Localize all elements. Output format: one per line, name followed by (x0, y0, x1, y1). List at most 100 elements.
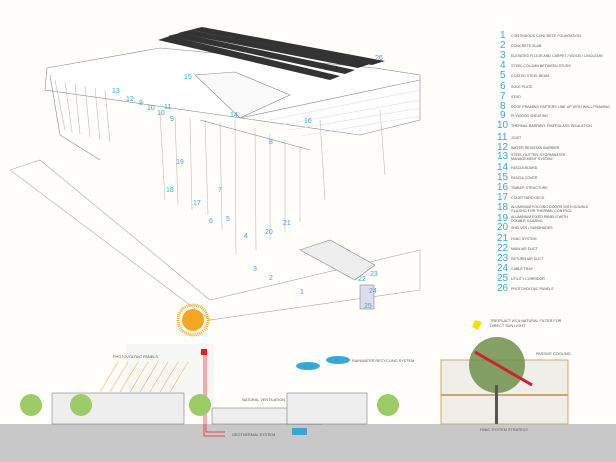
label: 20 (497, 222, 509, 233)
label: 9 (170, 116, 174, 123)
drawing-shape (194, 71, 291, 119)
label: 21 (283, 220, 291, 227)
drawing-shape (59, 134, 101, 161)
drawing-shape (70, 394, 92, 416)
label: 14 (497, 162, 509, 173)
label: GEOTHERMAL SYSTEM (232, 433, 275, 437)
label: 2 (500, 40, 506, 51)
drawing-shape (54, 79, 66, 131)
drawing-shape (203, 355, 225, 437)
label: 23 (497, 253, 509, 264)
label: 22 (497, 243, 509, 254)
label: 19 (497, 213, 509, 224)
drawing-shape (254, 127, 257, 251)
drawing-shape (174, 115, 179, 206)
label: SOLE PLATE (511, 85, 533, 89)
drawing-shape (159, 361, 179, 393)
drawing-shape (199, 119, 311, 151)
drawing-shape (139, 361, 159, 393)
label: PHOTOVOLTAIC PANELS (113, 355, 158, 359)
label: 13 (112, 88, 120, 95)
label: JOIST (511, 136, 522, 140)
label: 17 (193, 200, 201, 207)
label: 13 (497, 151, 509, 162)
label: CONCRETE SLAB (511, 44, 542, 48)
label: TREES ACT AS A NATURAL FILTER FOR (490, 319, 562, 323)
legend-item: 1 CONTINUOUS CONCRETE FOUNDATION (500, 30, 581, 41)
label: 8 (500, 101, 506, 112)
drawing-shape (359, 284, 375, 310)
label: MANAGEMENT SYSTEM (511, 157, 552, 161)
label: 5 (500, 70, 506, 81)
drawing-shape (189, 394, 211, 416)
drawing-shape (99, 361, 119, 393)
label: 8 (269, 139, 273, 146)
label: 23 (370, 271, 378, 278)
callout-numbers: 26 15 13 12 9 10 11 10 9 14 16 8 19 18 7… (112, 55, 383, 310)
drawing-shape (74, 83, 81, 135)
legend: 1 CONTINUOUS CONCRETE FOUNDATION 2 CONCRET… (497, 30, 610, 294)
label: 24 (497, 263, 509, 274)
label: RAINWATER RECYCLING SYSTEM (352, 359, 414, 363)
label: 14 (230, 112, 238, 119)
drawing-shape (176, 303, 210, 337)
drawing-shape (299, 115, 421, 137)
label: 15 (497, 172, 509, 183)
drawing-shape (292, 428, 307, 435)
label: HVAC SYSTEM (511, 237, 537, 241)
label: UTILITY CORRIDOR (511, 277, 545, 281)
label: 7 (218, 187, 222, 194)
drawing-shape (104, 89, 111, 143)
drawing-shape (168, 33, 355, 74)
label: PLYWOOD SHEATING (511, 114, 548, 118)
drawing-shape (279, 99, 421, 126)
label: 21 (497, 233, 509, 244)
label: 1 (500, 30, 506, 41)
drawing-shape (299, 239, 376, 281)
drawing-shape (377, 394, 399, 416)
drawing-shape (495, 385, 498, 424)
label: 26 (375, 55, 383, 62)
drawing-shape (472, 320, 482, 330)
label: HVAC SYSTEM STRATEGY (480, 428, 529, 432)
label: THERMAL BARRIER: FIBERGLASS INSULATION (511, 124, 592, 128)
drawing-shape (178, 30, 370, 68)
drawing-shape (9, 159, 421, 321)
label: 4 (244, 233, 248, 240)
drawing-shape (286, 392, 368, 425)
label: 3 (500, 50, 506, 61)
label: 7 (500, 91, 506, 102)
label: STEEL COLUMN BETWEEN STUDS (511, 64, 571, 68)
label: 4 (500, 60, 506, 71)
drawing-shape (289, 107, 421, 131)
rain-clouds (296, 356, 350, 370)
label: 26 (497, 283, 509, 294)
label: DOUBLE GLAZING (511, 219, 543, 223)
legend-item: 2 CONCRETE SLAB (500, 40, 542, 51)
label: FASCIA COVER (511, 176, 538, 180)
label: ALUMINIUM FIXED PANELS WITH (511, 215, 568, 219)
label: CONTINUOUS CONCRETE FOUNDATION (511, 34, 581, 38)
drawing-shape (149, 361, 169, 393)
drawing-shape (182, 309, 204, 331)
drawing-shape (379, 109, 386, 176)
label: 10 (497, 120, 509, 131)
label: 18 (166, 187, 174, 194)
label: 10 (147, 105, 155, 112)
label: STEEL GUTTER: STORMWATER (511, 153, 566, 157)
label: 10 (157, 110, 165, 117)
drawing-shape (119, 361, 139, 393)
label: FASCIA BOARD (511, 166, 538, 170)
